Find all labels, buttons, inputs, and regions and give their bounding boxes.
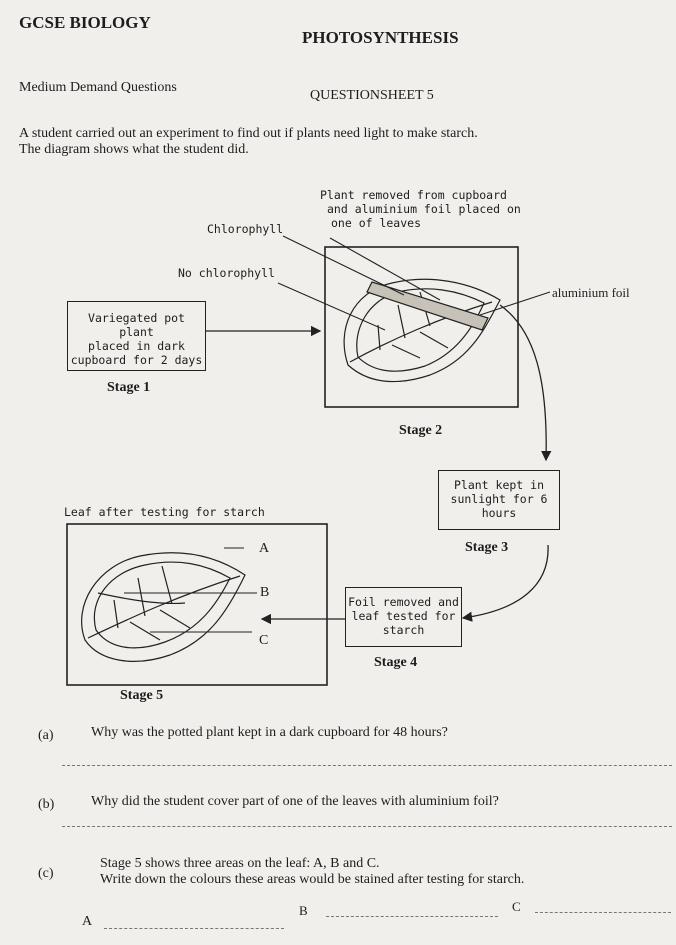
question-a-number: (a): [38, 728, 54, 743]
stage5-label: Stage 5: [120, 688, 164, 703]
stage5-leaf: [81, 552, 246, 662]
stage5-box: [66, 523, 328, 686]
label-aluminium-foil: aluminium foil: [552, 285, 630, 300]
stage2-label: Stage 2: [399, 423, 443, 438]
stage1-line-3: cupboard for 2 days: [70, 353, 203, 367]
answer-c-label: C: [512, 899, 521, 914]
questionsheet-label: QUESTIONSHEET 5: [310, 88, 434, 103]
area-a-label: A: [259, 541, 270, 556]
stage2-box: [324, 246, 519, 408]
stage3-line-1: Plant kept in: [453, 478, 544, 492]
question-c-text-1: Stage 5 shows three areas on the leaf: A…: [100, 856, 380, 871]
area-c-label: C: [259, 633, 269, 648]
answer-a-label: A: [82, 914, 93, 929]
area-b-label: B: [260, 585, 270, 600]
question-c-text-2: Write down the colours these areas would…: [100, 872, 525, 887]
question-c-number: (c): [38, 866, 54, 881]
removed-pointer: [329, 237, 441, 301]
aluminium-foil-strip: [366, 281, 489, 331]
question-b-text: Why did the student cover part of one of…: [91, 794, 499, 809]
stage4-line-1: Foil removed and: [348, 595, 459, 609]
stage2-leaf: [343, 278, 501, 383]
stage3-box: Plant kept in sunlight for 6 hours: [438, 470, 560, 530]
question-b-number: (b): [38, 797, 55, 812]
stage1-box: Variegated pot plant placed in dark cupb…: [67, 301, 206, 371]
no-chlorophyll-pointer: [277, 282, 386, 331]
chlorophyll-pointer: [282, 235, 405, 296]
label-removed-1: Plant removed from cupboard: [320, 188, 507, 202]
answer-field-a[interactable]: [104, 928, 284, 929]
stage3-line-2: sunlight for 6: [450, 492, 548, 506]
stage1-label: Stage 1: [107, 380, 151, 395]
stage3-label: Stage 3: [465, 540, 509, 555]
arrow-stage3-to-stage4: [461, 544, 549, 622]
answer-b-label: B: [299, 903, 308, 918]
stage1-line-1: Variegated pot plant: [88, 311, 185, 339]
stage4-box: Foil removed and leaf tested for starch: [345, 587, 462, 647]
foil-pointer: [479, 291, 551, 316]
question-a-text: Why was the potted plant kept in a dark …: [91, 725, 448, 740]
label-chlorophyll: Chlorophyll: [207, 222, 284, 236]
stage1-line-2: placed in dark: [88, 339, 185, 353]
stage4-label: Stage 4: [374, 655, 418, 670]
answer-line-a[interactable]: [62, 765, 672, 766]
stage3-line-3: hours: [481, 506, 517, 520]
intro-line-2: The diagram shows what the student did.: [19, 142, 249, 157]
subject-title: GCSE BIOLOGY: [19, 13, 151, 32]
stage4-line-3: starch: [382, 623, 425, 637]
answer-line-b[interactable]: [62, 826, 672, 827]
label-no-chlorophyll: No chlorophyll: [178, 266, 275, 280]
topic-title: PHOTOSYNTHESIS: [302, 28, 459, 47]
stage4-line-2: leaf tested for: [351, 609, 456, 623]
answer-field-b[interactable]: [326, 916, 498, 917]
arrow-stage2-to-stage3: [499, 304, 552, 462]
intro-line-1: A student carried out an experiment to f…: [19, 126, 478, 141]
answer-field-c[interactable]: [535, 912, 671, 913]
demand-level: Medium Demand Questions: [19, 80, 177, 95]
label-removed-2: and aluminium foil placed on: [327, 202, 521, 216]
label-removed-3: one of leaves: [331, 216, 422, 230]
label-leaf-after-testing: Leaf after testing for starch: [64, 505, 265, 519]
